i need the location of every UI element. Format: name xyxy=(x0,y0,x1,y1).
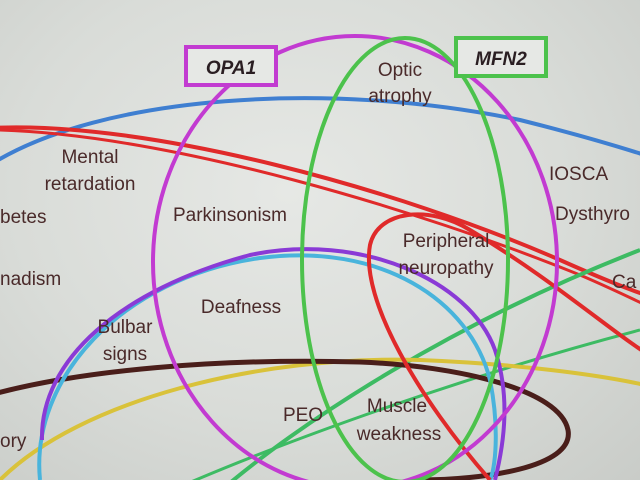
label-neuropathy: neuropathy xyxy=(398,258,494,279)
label-dysthyro: Dysthyro xyxy=(555,204,630,225)
opa1-ellipse xyxy=(151,34,559,480)
brown-ellipse xyxy=(0,358,571,480)
mfn2-label: MFN2 xyxy=(475,49,527,70)
red-loop xyxy=(366,212,640,480)
mfn2-box xyxy=(454,36,548,78)
label-signs: signs xyxy=(103,344,147,365)
label-peo: PEO xyxy=(283,405,323,426)
mfn2-ellipse xyxy=(300,36,510,480)
label-retardation: retardation xyxy=(45,174,136,195)
label-nadism: nadism xyxy=(0,269,61,290)
opa1-label: OPA1 xyxy=(206,58,256,79)
label-mental: Mental xyxy=(61,147,118,168)
opa1-box xyxy=(184,45,278,87)
label-peripheral: Peripheral xyxy=(403,231,490,252)
blue-arc xyxy=(0,96,640,162)
label-ca: Ca xyxy=(612,272,637,293)
label-deafness: Deafness xyxy=(201,297,281,318)
cyan-ellipse xyxy=(37,253,498,480)
red-arc xyxy=(0,125,640,296)
green-arc xyxy=(230,248,640,480)
label-betes: betes xyxy=(0,207,46,228)
red-arc-2 xyxy=(0,128,640,305)
yellow-arc xyxy=(0,357,640,480)
label-atrophy: atrophy xyxy=(368,86,432,107)
label-muscle: Muscle xyxy=(367,396,427,417)
label-bulbar: Bulbar xyxy=(98,317,154,338)
label-optic: Optic xyxy=(378,60,422,81)
green-arc-lower xyxy=(191,328,640,480)
purple-ellipse xyxy=(39,247,507,480)
label-iosca: IOSCA xyxy=(549,164,608,185)
label-weakness: weakness xyxy=(356,424,442,445)
label-ory: ory xyxy=(0,431,27,452)
label-parkinsonism: Parkinsonism xyxy=(173,205,287,226)
